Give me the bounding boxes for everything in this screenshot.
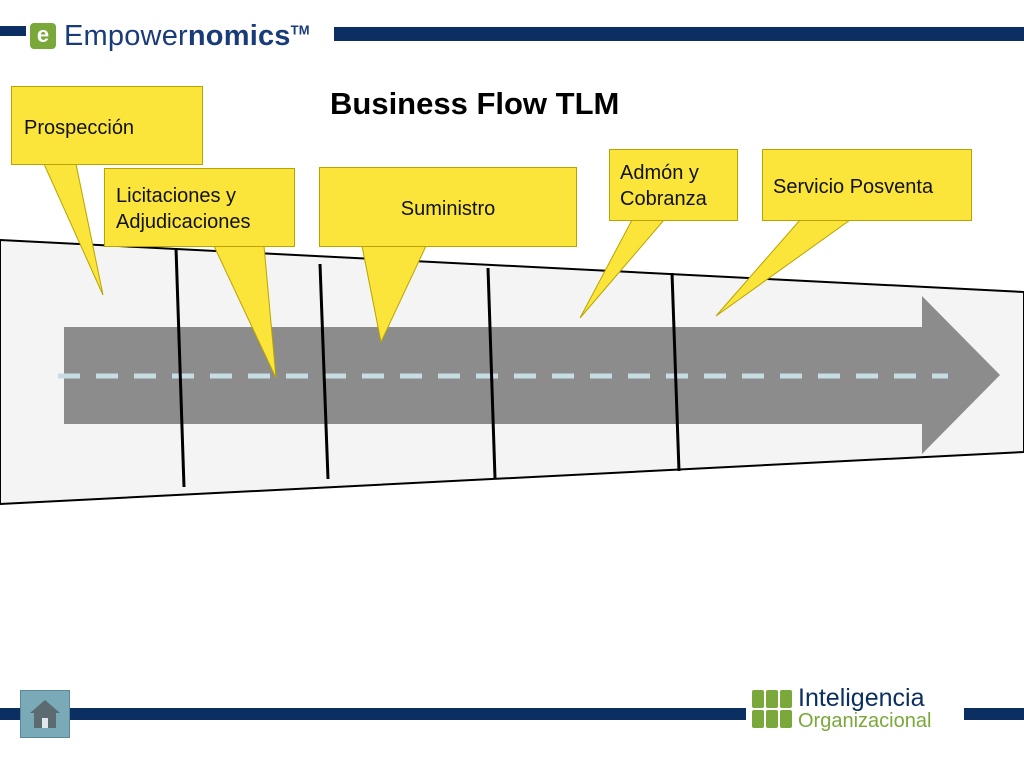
- io-line2: Organizacional: [798, 710, 932, 732]
- brand-name: EmpowernomicsTM: [64, 20, 310, 53]
- brand-prefix: Empower: [64, 19, 188, 52]
- io-grid-icon: [752, 689, 792, 728]
- home-icon: [30, 700, 60, 728]
- footer-bar-left: [0, 708, 20, 720]
- callout-suministro: Suministro: [319, 167, 577, 247]
- callout-label: Licitaciones y Adjudicaciones: [116, 185, 251, 233]
- header-bar-right: [334, 27, 1024, 41]
- page-title: Business Flow TLM: [330, 86, 620, 121]
- callout-servicio-posventa: Servicio Posventa: [762, 149, 972, 221]
- callout-label: Servicio Posventa: [773, 176, 934, 198]
- logo-e-icon: e: [30, 23, 56, 49]
- io-text: Inteligencia Organizacional: [798, 684, 932, 732]
- inteligencia-organizacional-logo: Inteligencia Organizacional: [752, 686, 931, 731]
- brand-suffix: nomics: [187, 19, 291, 52]
- trademark: TM: [290, 21, 310, 37]
- stage-divider: [670, 272, 681, 472]
- empowernomics-logo: e EmpowernomicsTM: [30, 18, 310, 54]
- callout-prospeccion: Prospección: [11, 86, 203, 165]
- stage-divider: [318, 263, 330, 480]
- callout-label: Suministro: [400, 198, 496, 220]
- callout-label: Prospección: [24, 117, 135, 139]
- stage-divider: [174, 247, 186, 488]
- footer-bar-mid: [70, 708, 746, 720]
- callout-admon-cobranza: Admón y Cobranza: [609, 149, 738, 221]
- callout-licitaciones: Licitaciones y Adjudicaciones: [104, 168, 295, 247]
- home-button[interactable]: [20, 690, 70, 738]
- stage-divider: [486, 267, 497, 479]
- callout-label: Admón y Cobranza: [620, 162, 707, 210]
- io-line1: Inteligencia: [798, 684, 925, 712]
- header-bar-left: [0, 26, 26, 36]
- footer-bar-right: [964, 708, 1024, 720]
